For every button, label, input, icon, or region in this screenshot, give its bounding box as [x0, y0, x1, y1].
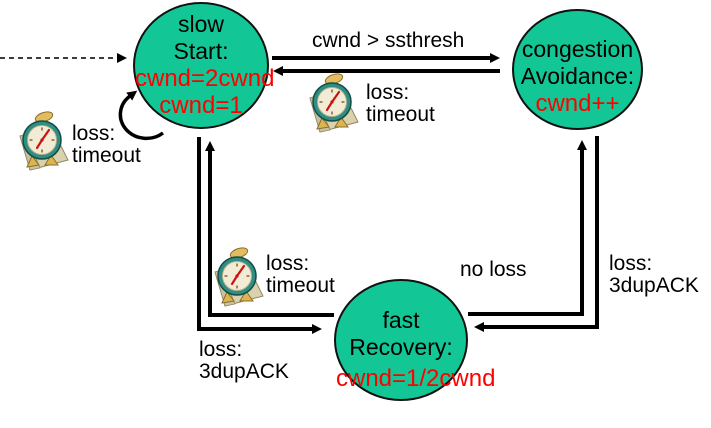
state-action-line: cwnd=1 [159, 92, 243, 119]
label-no-loss: no loss [460, 258, 527, 281]
state-name-line: Start: [173, 38, 229, 64]
label-line: timeout [72, 144, 141, 167]
label-line: loss: [366, 81, 410, 104]
state-name-line: slow [177, 11, 224, 37]
label-line: loss: [72, 122, 116, 145]
arrow-slowstart-to-fastrecovery [197, 137, 322, 334]
arrow-slowstart-self-loop [118, 90, 165, 141]
alarm-clock-icon [213, 244, 265, 308]
label-line: 3dupACK [609, 274, 699, 297]
label-loss-timeout: loss: timeout [72, 123, 141, 167]
label-loss-timeout: loss: timeout [266, 253, 335, 297]
label-line: timeout [366, 103, 435, 126]
arrow-congestionavoidance-to-fastrecovery [474, 136, 599, 332]
state-name-line: fast [382, 307, 420, 333]
label-cwnd-gt-ssthresh: cwnd > ssthresh [312, 29, 465, 52]
arrow-fastrecovery-to-congestionavoidance [468, 140, 587, 316]
label-loss-3dupack: loss: 3dupACK [199, 339, 289, 383]
state-action-line: cwnd++ [535, 90, 620, 117]
state-name-line: Avoidance: [520, 63, 635, 89]
label-loss-timeout: loss: timeout [366, 82, 435, 126]
state-name-line: Recovery: [349, 334, 453, 360]
label-line: loss: [266, 252, 310, 275]
state-action-line: cwnd=1/2cwnd [336, 365, 496, 392]
label-line: loss: [609, 252, 653, 275]
label-loss-3dupack: loss: 3dupACK [609, 253, 699, 297]
alarm-clock-icon [18, 108, 70, 172]
state-name-line: congestion [521, 36, 634, 62]
label-line: timeout [266, 274, 335, 297]
label-line: loss: [199, 338, 243, 361]
state-congestion-avoidance: congestion Avoidance: cwnd++ [512, 9, 643, 130]
state-action-line: cwnd=2cwnd [135, 65, 275, 92]
state-fast-recovery: fast Recovery: cwnd=1/2cwnd [334, 279, 496, 401]
arrow-fastrecovery-to-slowstart [205, 141, 334, 317]
label-line: 3dupACK [199, 360, 289, 383]
alarm-clock-icon [308, 70, 360, 134]
state-slow-start: slow Start: cwnd=2cwnd cwnd=1 [133, 2, 275, 129]
